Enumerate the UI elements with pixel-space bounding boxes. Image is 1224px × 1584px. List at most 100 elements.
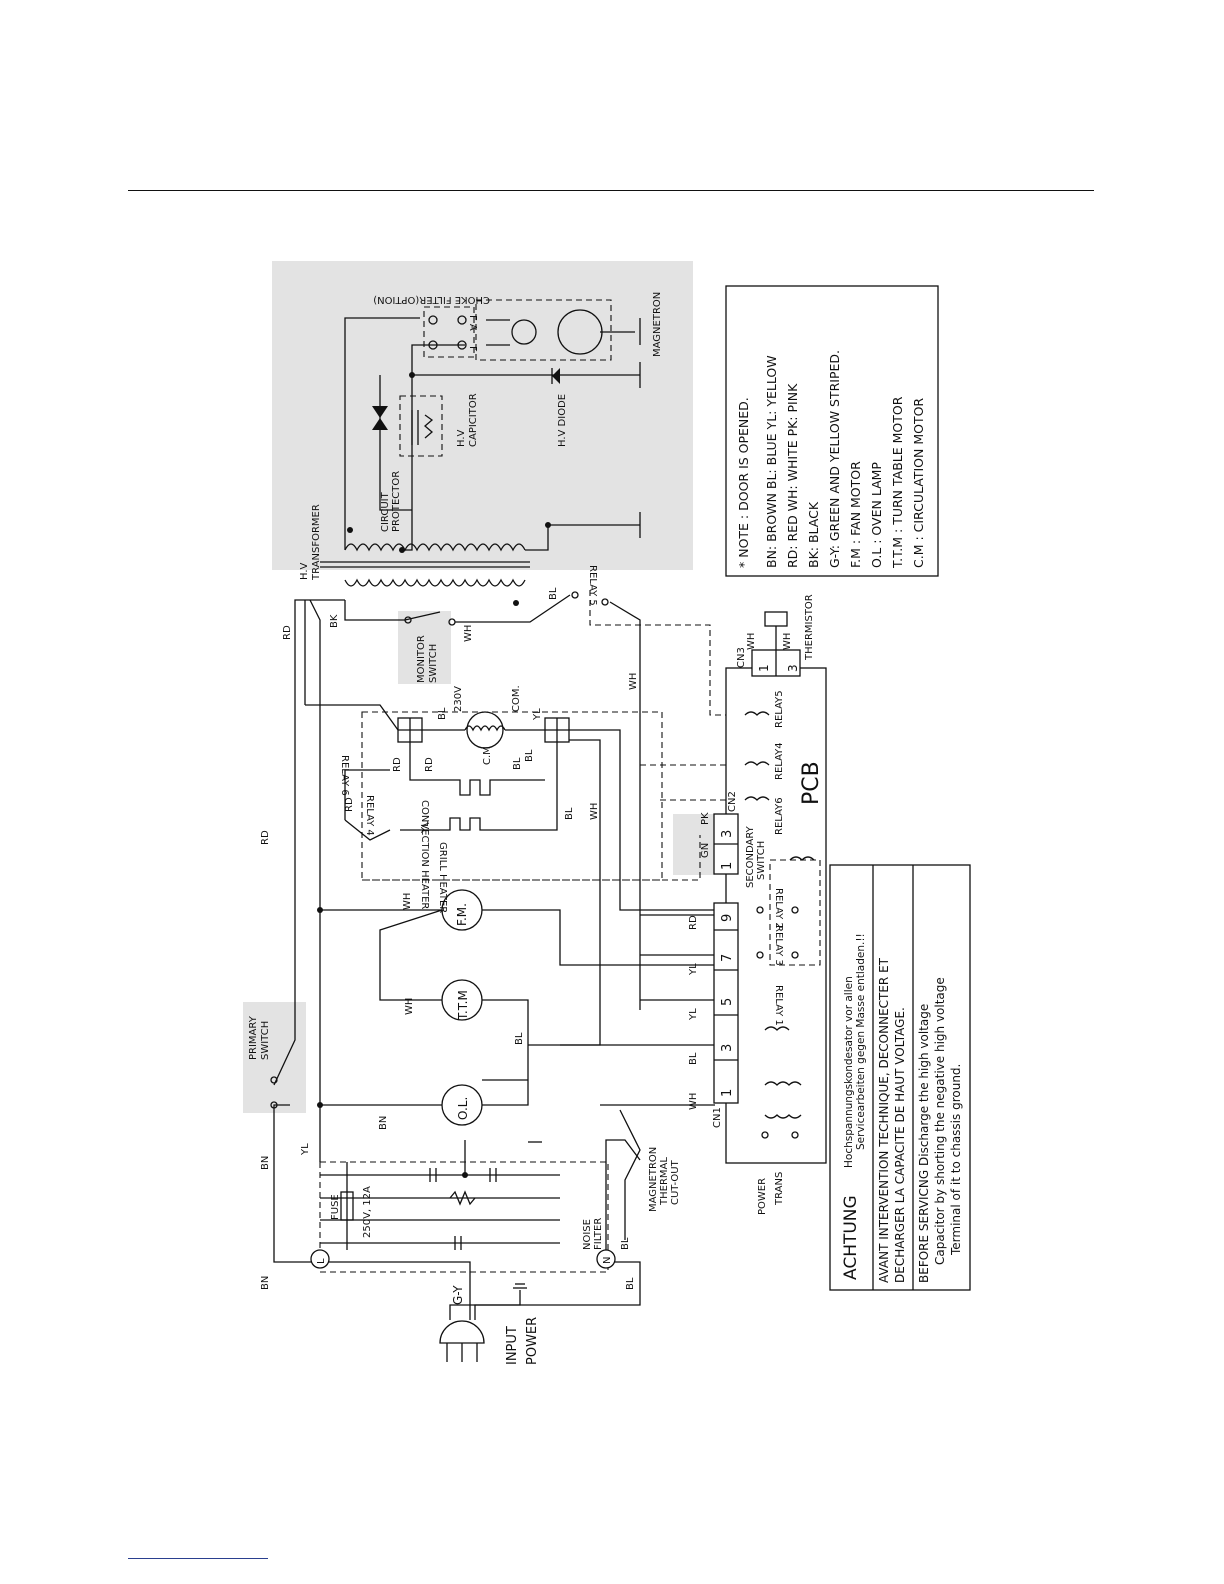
label-wh-ttm: WH <box>404 998 415 1015</box>
label-gn: GN <box>700 843 711 858</box>
label-cn2-pin1: 1 <box>720 862 735 870</box>
label-thermistor: THERMISTOR <box>804 594 815 661</box>
label-cm: C.M <box>482 746 493 765</box>
label-relay6: RELAY 6 <box>339 755 350 796</box>
label-fuse-rating: 250V, 12A <box>362 1186 373 1238</box>
note-cm: C.M : CIRCULATION MOTOR <box>911 398 926 568</box>
label-relay2: RELAY 2 <box>773 888 784 929</box>
label-cn3-pin3: 3 <box>786 664 800 672</box>
label-n: N <box>602 1257 613 1264</box>
note-colors-1: BN: BROWN BL: BLUE YL: YELLOW <box>764 355 779 568</box>
label-relay6-pcb: RELAY6 <box>774 797 785 835</box>
label-wh-fm: WH <box>402 893 413 910</box>
label-circuit-protector-2: PROTECTOR <box>391 471 402 532</box>
label-circuit-protector-1: CIRCUIT <box>380 491 391 532</box>
label-bl-cn3: BL <box>688 1052 699 1065</box>
label-fuse: FUSE <box>330 1194 341 1220</box>
label-wh-right: WH <box>628 673 639 690</box>
label-noise-filter-2: FILTER <box>593 1218 604 1250</box>
note-ol: O.L : OVEN LAMP <box>869 462 884 568</box>
label-pin7: 7 <box>720 954 735 962</box>
label-pin1: 1 <box>720 1089 735 1097</box>
warning-box <box>829 864 971 1291</box>
note-colors-2: RD: RED WH: WHITE PK: PINK <box>785 383 800 568</box>
label-cn3: CN3 <box>736 647 747 668</box>
label-cn3-pin1: 1 <box>757 664 771 672</box>
label-choke-filter: CHOKE FILTER(OPTION) <box>373 294 490 305</box>
label-primary-switch-1: PRIMARY <box>248 1015 259 1060</box>
label-wh-monitor: WH <box>463 625 474 642</box>
hv-section-shade <box>272 261 693 570</box>
label-power-trans-2: TRANS <box>774 1172 785 1206</box>
label-secondary-switch-1: SECONDARY <box>745 825 756 888</box>
label-monitor-switch-2: SWITCH <box>428 644 439 683</box>
label-bn-input: BN <box>260 1276 271 1290</box>
label-hv-capacitor-2: CAPICITOR <box>468 393 479 447</box>
label-bl-input: BL <box>625 1277 636 1290</box>
label-input-power-1: INPUT <box>505 1326 520 1365</box>
label-rd-conv: RD <box>424 757 435 772</box>
label-bn-left: BN <box>260 1156 271 1170</box>
label-bl-cm: BL <box>524 749 535 762</box>
label-pcb: PCB <box>799 761 824 805</box>
label-f: F <box>467 346 478 352</box>
label-convection-heater: CONVECTION HEATER <box>419 800 430 909</box>
label-bk: BK <box>329 614 340 628</box>
label-relay5-pcb: RELAY5 <box>774 690 785 728</box>
label-cn1: CN1 <box>712 1107 723 1128</box>
label-yl-left: YL <box>300 1143 311 1156</box>
note-ttm: T.T.M : TURN TABLE MOTOR <box>890 396 905 569</box>
label-hv-capacitor-1: H.V <box>456 429 467 447</box>
warning-fr-2: DECHARGER LA CAPACITE DE HAUT VOLTAGE. <box>893 1007 907 1283</box>
label-bl-ttm: BL <box>514 1032 525 1045</box>
label-wh-cn3: WH <box>746 633 757 650</box>
note-colors-3: BK: BLACK <box>806 501 821 568</box>
label-bn-ol: BN <box>378 1116 389 1130</box>
label-relay1: RELAY 1 <box>773 985 784 1026</box>
warning-en-2: Capacitor by shorting the negative high … <box>933 977 947 1265</box>
label-bl-grill: BL <box>564 807 575 820</box>
label-magnetron-cutout-3: CUT-OUT <box>670 1159 681 1205</box>
warning-en-1: BEFORE SERVICNG Discharge the high volta… <box>917 1004 931 1283</box>
label-cn2-pin3: 3 <box>720 830 735 838</box>
label-fm: F.M. <box>455 903 469 926</box>
label-wh-cn1: WH <box>688 1093 699 1110</box>
label-relay5: RELAY 5 <box>587 565 598 606</box>
label-com: COM. <box>511 685 522 712</box>
label-bl-relay5: BL <box>548 587 559 600</box>
warning-de-1: Hochspannungskondesator vor allen <box>843 976 855 1168</box>
label-gy: G-Y <box>451 1285 465 1305</box>
label-230v: 230V <box>453 686 464 712</box>
warning-fr-1: AVANT INTERVENTION TECHNIQUE, DECONNECTE… <box>877 957 891 1283</box>
label-pin9: 9 <box>720 914 735 922</box>
label-bl-230: BL <box>437 707 448 720</box>
footer-rule <box>128 1558 268 1559</box>
label-relay3: RELAY 3 <box>773 925 784 966</box>
label-bl-filter: BL <box>620 1237 631 1250</box>
label-relay4-pcb: RELAY4 <box>774 742 785 780</box>
pcb-board <box>725 667 827 1164</box>
label-magnetron-cutout-1: MAGNETRON <box>648 1147 659 1212</box>
label-grill-heater: GRILL HEATER <box>437 842 448 913</box>
header-rule <box>128 190 1094 191</box>
label-bl-conv: BL <box>512 757 523 770</box>
note-door: * NOTE : DOOR IS OPENED. <box>736 397 751 568</box>
label-rd-top: RD <box>282 625 293 640</box>
label-yl-grill: YL <box>420 821 431 834</box>
label-rd-relay6: RD <box>392 757 403 772</box>
label-pin5: 5 <box>720 998 735 1006</box>
label-hv-transformer-2: TRANSFORMER <box>311 504 322 581</box>
note-colors-4: G-Y: GREEN AND YELLOW STRIPED. <box>827 350 842 568</box>
label-wh-cn3b: WH <box>782 633 793 650</box>
label-monitor-switch-1: MONITOR <box>416 635 427 683</box>
label-wh-grill: WH <box>589 803 600 820</box>
label-ol: O.L. <box>456 1097 470 1120</box>
label-ttm: T.T.M <box>456 990 470 1021</box>
warning-achtung: ACHTUNG <box>841 1195 861 1280</box>
label-magnetron: MAGNETRON <box>652 292 663 357</box>
label-secondary-switch-2: SWITCH <box>756 841 767 880</box>
label-cn2: CN2 <box>727 791 738 812</box>
warning-de-2: Servicearbeiten gegen Masse entladen.!! <box>855 933 867 1150</box>
